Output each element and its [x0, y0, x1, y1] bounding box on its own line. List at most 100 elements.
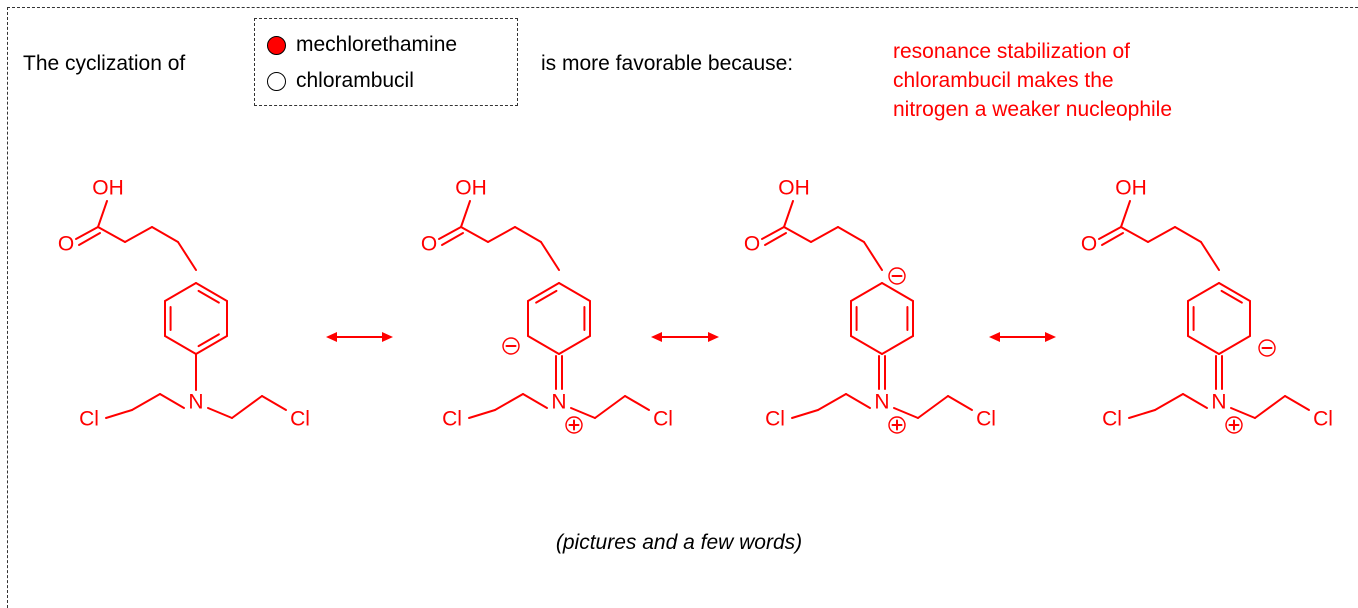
positive-charge-icon — [565, 416, 583, 434]
bond — [893, 407, 919, 419]
bond — [522, 393, 548, 409]
answer-text: resonance stabilization of chlorambucil … — [893, 37, 1172, 124]
bond — [151, 226, 179, 243]
bond — [97, 226, 126, 243]
atom-label-o: O — [58, 233, 74, 256]
double-bond — [441, 232, 464, 246]
bond — [1174, 226, 1202, 243]
atom-label-n: N — [188, 391, 203, 414]
bond — [1182, 393, 1208, 409]
positive-charge-icon — [888, 416, 906, 434]
atom-label-o: O — [421, 233, 437, 256]
bond — [527, 282, 560, 302]
bond — [124, 226, 153, 243]
bond — [850, 282, 883, 302]
bond — [468, 409, 496, 419]
bond — [207, 407, 233, 419]
bond — [783, 226, 812, 243]
bond — [97, 200, 108, 228]
bond — [1147, 226, 1176, 243]
bond — [845, 393, 871, 409]
atom-label-n: N — [1211, 391, 1226, 414]
bond — [1120, 200, 1131, 228]
choice-mechlorethamine[interactable]: mechlorethamine — [267, 33, 457, 57]
bond — [810, 226, 839, 243]
caption: (pictures and a few words) — [555, 531, 803, 554]
atom-label-oh: OH — [1115, 177, 1147, 200]
prompt-text-before: The cyclization of — [23, 52, 186, 75]
choice-label: chlorambucil — [296, 69, 414, 92]
choice-box: mechlorethamine chlorambucil — [254, 18, 518, 106]
bond — [164, 335, 197, 355]
bond — [791, 409, 819, 419]
arrow-head — [326, 332, 337, 342]
arrow-head — [1045, 332, 1056, 342]
atom-label-cl: Cl — [1313, 408, 1333, 431]
atom-label-cl: Cl — [976, 408, 996, 431]
arrow-head — [708, 332, 719, 342]
bond — [159, 393, 185, 409]
answer-line: nitrogen a weaker nucleophile — [893, 98, 1173, 121]
bond — [850, 335, 883, 355]
answer-line: chlorambucil makes the — [893, 69, 1114, 92]
bond — [1284, 395, 1310, 411]
bond — [1187, 282, 1220, 302]
bond — [817, 393, 847, 411]
double-bond — [78, 232, 101, 246]
negative-charge-icon — [1258, 339, 1276, 357]
double-bond — [1220, 289, 1243, 304]
bond — [177, 241, 197, 271]
atom-label-cl: Cl — [653, 408, 673, 431]
negative-charge-icon — [888, 267, 906, 285]
bond — [1098, 226, 1122, 240]
arrow-head — [382, 332, 393, 342]
bond — [438, 226, 462, 240]
atom-label-n: N — [874, 391, 889, 414]
bond — [195, 335, 228, 355]
atom-label-oh: OH — [778, 177, 810, 200]
double-bond — [197, 289, 220, 304]
atom-label-n: N — [551, 391, 566, 414]
radio-selected-icon[interactable] — [267, 35, 286, 55]
answer-line: resonance stabilization of — [893, 40, 1130, 63]
choice-chlorambucil[interactable]: chlorambucil — [267, 69, 414, 93]
bond — [261, 395, 287, 411]
bond — [881, 282, 914, 302]
bond — [1128, 409, 1156, 419]
choice-label: mechlorethamine — [296, 33, 458, 56]
double-bond — [1101, 232, 1124, 246]
positive-charge-icon — [1225, 416, 1243, 434]
bond — [1200, 241, 1220, 271]
radio-unselected-icon[interactable] — [267, 71, 286, 91]
atom-label-cl: Cl — [79, 408, 99, 431]
bond — [837, 226, 865, 243]
bond — [460, 226, 489, 243]
double-bond — [535, 289, 558, 304]
bond — [75, 226, 99, 240]
bond — [487, 226, 516, 243]
bond — [514, 226, 542, 243]
double-bond — [197, 333, 220, 348]
arrow-head — [989, 332, 1000, 342]
resonance-arrow — [651, 332, 719, 342]
bond — [164, 282, 197, 302]
bond — [947, 395, 973, 411]
bond — [881, 335, 914, 355]
bond — [1254, 395, 1286, 419]
bond — [540, 241, 560, 271]
bond — [594, 395, 626, 419]
arrow-head — [651, 332, 662, 342]
question-frame — [7, 7, 1358, 608]
bond — [195, 282, 228, 302]
resonance-arrow — [326, 332, 393, 342]
atom-label-o: O — [744, 233, 760, 256]
negative-charge-icon — [502, 337, 520, 355]
prompt-text-after: is more favorable because: — [541, 52, 794, 75]
bond — [1218, 335, 1251, 355]
bond — [460, 200, 471, 228]
bond — [570, 407, 596, 419]
